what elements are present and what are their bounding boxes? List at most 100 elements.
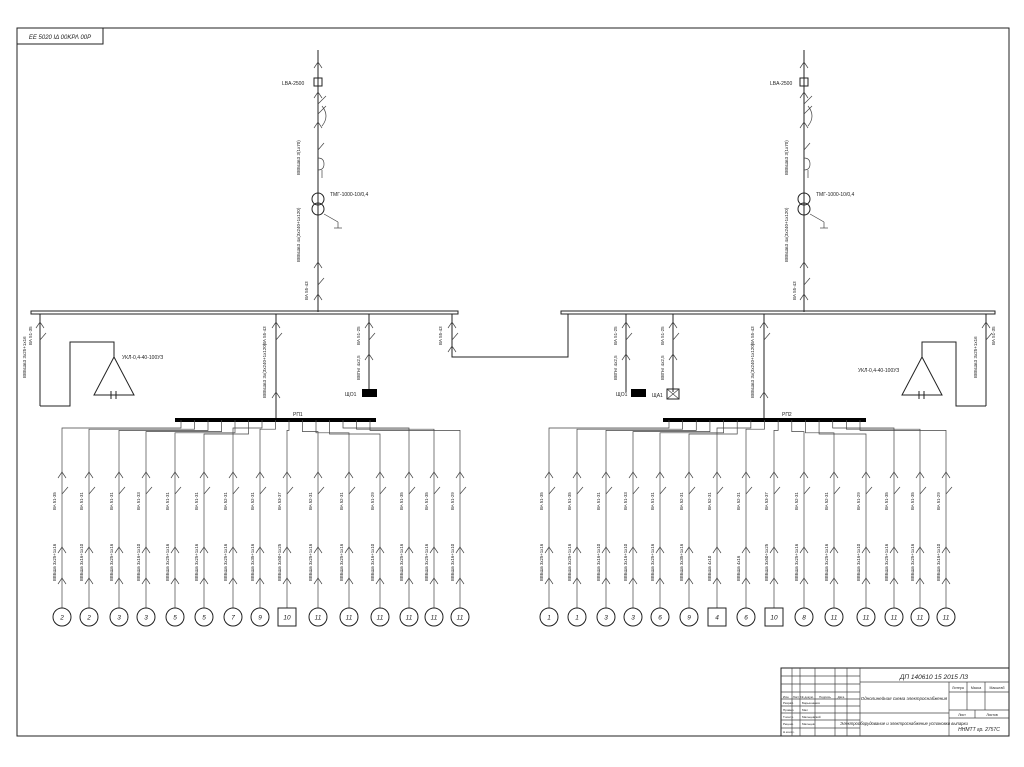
left-feeder-cable-label: ВВБШв 3х25+1х16 — [399, 543, 404, 581]
left-feeder-breaker-label: ВА 52-31 — [223, 492, 228, 510]
right-transformer — [797, 192, 828, 229]
title-col-izm: Изм. — [783, 695, 790, 699]
left-cable-lower-label: ВВБШвЗ 4х(3х240+1х120) — [296, 207, 301, 262]
title-name-3: Мальцев — [802, 722, 815, 726]
left-main-breaker-label: ВА 55-43 — [304, 281, 309, 300]
left-feeder-cable-label: ВВБШв 3х25+1х16 — [339, 543, 344, 581]
left-motor-number: 11 — [346, 615, 353, 622]
title-col-date: Дата — [838, 695, 845, 699]
left-feeder-breaker-label: ВА 51-31 — [165, 492, 170, 510]
right-feeder-breaker-label: ВА 52-31 — [824, 492, 829, 510]
right-motor-number: 4 — [715, 615, 719, 622]
right-sha-label: ЩА1 — [652, 393, 663, 399]
left-motor — [79, 607, 99, 627]
left-motor-number: 2 — [59, 615, 64, 622]
left-transformer — [311, 192, 342, 229]
left-feeder-breaker-label: ВА 51-31 — [109, 492, 114, 510]
right-motor-number: 1 — [547, 615, 551, 622]
right-motor-number: 11 — [831, 615, 838, 622]
right-feeder-cable-label: ВВБШв 3х35+1х16 — [679, 543, 684, 581]
right-feeder-breaker-label: ВА 51-35 — [567, 492, 572, 510]
left-disconnector — [317, 142, 325, 178]
right-cable-lower-label: ВВБШвЗ 4х(3х240+1х120) — [784, 207, 789, 262]
left-motor-number: 3 — [117, 615, 121, 622]
right-feeder-cable-label: ВВБШв 3х25+1х16 — [567, 543, 572, 581]
title-col-doc: № докум. — [800, 695, 813, 699]
corner-stamp-text: ΕΕ 5020 ΙΔ 00ΚΡΛ 00Ρ — [29, 35, 91, 41]
right-incomer-breaker-label: LBA-2500 — [770, 81, 792, 87]
left-motor-number: 9 — [258, 615, 262, 622]
right-transformer-label: ТМГ-1000-10/0,4 — [816, 192, 855, 198]
title-scale-header: Масштаб — [990, 686, 1005, 690]
right-feeder-breaker-label: ВА 52-31 — [679, 492, 684, 510]
left-feeder-breaker-label: ВА 51-31 — [194, 492, 199, 510]
left-feeder-breaker-label: ВА 52-31 — [250, 492, 255, 510]
left-motor-number: 5 — [202, 615, 206, 622]
right-motor-number: 11 — [917, 615, 924, 622]
right-motor — [539, 607, 559, 627]
right-feeder-cable-label: ВВБШв 3х50+1х25 — [764, 543, 769, 581]
right-feeder-cable-label: ВВБШв 3х16+1х10 — [623, 543, 628, 581]
left-feeder-cable-label: ВВБШв 3х25+1х16 — [308, 543, 313, 581]
left-rp-label: РП1 — [293, 412, 303, 418]
title-org: ННМТТ гр. 2757С — [958, 727, 1000, 733]
left-feeder-cable-label: ВВБШв 3х25+1х16 — [109, 543, 114, 581]
right-incomer-switchgear — [799, 61, 813, 129]
left-capacitor-bank — [93, 355, 135, 399]
right-motor — [623, 607, 643, 627]
right-sha-breaker-label: ВА 51-25 — [660, 326, 665, 345]
left-rp-cable-label: ВВБШвЗ 3х(3х240+1х120) — [262, 343, 267, 398]
left-load-square — [277, 607, 297, 627]
left-rp-breaker-label: ВА 55-43 — [262, 326, 267, 345]
right-main-busbar — [560, 310, 996, 315]
left-feeder-breaker-label: ВА 53-37 — [277, 492, 282, 510]
right-feeder-cable-label: ВВБШв 3х25+1х16 — [539, 543, 544, 581]
right-load-square — [707, 607, 727, 627]
left-feeder-breaker-label: ВА 51-29 — [370, 492, 375, 510]
right-motor-number: 9 — [687, 615, 691, 622]
right-feeder-cable-label: ВВБШв 3х16+1х10 — [856, 543, 861, 581]
left-cable-upper-label: ВВБШвЗ 3(1х70) — [296, 140, 301, 175]
right-motor-number: 10 — [770, 615, 778, 622]
right-feeder-cable-label: ВВБШв 3х25+1х16 — [650, 543, 655, 581]
left-feeder-breaker-label: ВА 51-35 — [424, 492, 429, 510]
right-motor — [910, 607, 930, 627]
left-motor-number: 2 — [86, 615, 91, 622]
right-rp-breaker-label: ВА 55-43 — [750, 326, 755, 345]
left-motor — [370, 607, 390, 627]
right-feeder-breaker-label: ВА 51-29 — [936, 492, 941, 510]
right-motor — [650, 607, 670, 627]
right-motor-number: 6 — [744, 615, 748, 622]
right-feeder-cable-label: ВВБШв 4х10 — [707, 555, 712, 581]
left-feeder-breaker-label: ВА 51-33 — [136, 492, 141, 510]
right-section: LBA-2500 ВВБШвЗ 3(1х70) ТМГ-1000-10/0,4 … — [539, 50, 996, 627]
left-motor-number: 11 — [377, 615, 384, 622]
right-feeder-breaker-label: ВА 51-31 — [650, 492, 655, 510]
right-motor-number: 11 — [863, 615, 870, 622]
right-motor — [856, 607, 876, 627]
right-motor — [884, 607, 904, 627]
right-shch-label: ЩО1 — [616, 392, 628, 398]
left-feeder-cable-label: ВВБШв 3х16+1х10 — [136, 543, 141, 581]
left-feeder-cable-label: ВВБШв 3х25+1х16 — [223, 543, 228, 581]
title-sheet-header: Лист — [958, 713, 966, 717]
right-feeder-cable-label: ВВБШв 3х25+1х16 — [884, 543, 889, 581]
